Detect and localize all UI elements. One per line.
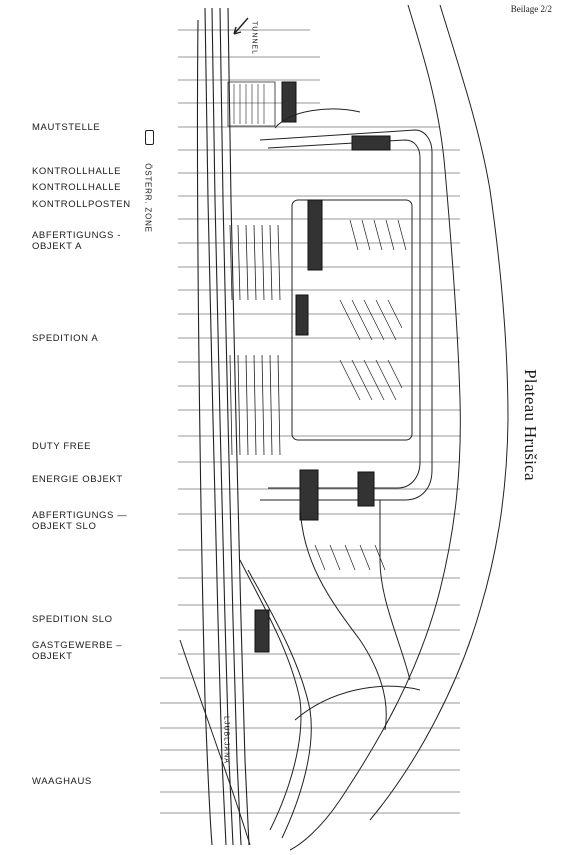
- zone-marker-icon: [145, 130, 154, 145]
- label-gastgewerbe-line2: OBJEKT: [32, 651, 73, 662]
- buildings: [254, 81, 391, 653]
- label-abfertigung-a-line1: ABFERTIGUNGS -: [32, 230, 121, 241]
- ljubljana-road-label: LJUBLJANA: [222, 716, 230, 764]
- parking-top-stripes: [233, 84, 265, 124]
- parking-diagonals: [314, 219, 407, 571]
- plateau-title: Plateau Hrušica: [521, 369, 540, 481]
- label-duty-free: DUTY FREE: [32, 441, 92, 452]
- lanes-area-a: [229, 224, 281, 456]
- label-kontrollhalle-1: KONTROLLHALLE: [32, 166, 122, 177]
- parking-top: [227, 81, 276, 127]
- label-spedition-slo: SPEDITION SLO: [32, 614, 113, 625]
- label-kontrollhalle-2: KONTROLLHALLE: [32, 182, 122, 193]
- arrow-icon: [233, 17, 249, 35]
- tunnel-road-label: TUNNEL: [250, 20, 258, 56]
- label-energie-objekt: ENERGIE OBJEKT: [32, 474, 123, 485]
- motorway: [196, 7, 250, 846]
- attachment-number: Beilage 2/2: [510, 4, 552, 14]
- label-gastgewerbe-line1: GASTGEWERBE –: [32, 640, 123, 651]
- label-mautstelle: MAUTSTELLE: [32, 122, 101, 133]
- eastern-road: [289, 4, 509, 851]
- label-abfertigung-slo-line1: ABFERTIGUNGS —: [32, 510, 128, 521]
- southern-roads: [179, 499, 421, 846]
- label-abfertigung-slo-line2: OBJEKT SLO: [32, 521, 97, 532]
- label-kontrollposten: KONTROLLPOSTEN: [32, 199, 131, 210]
- access-loop: [274, 108, 361, 129]
- label-spedition-a: SPEDITION A: [32, 333, 99, 344]
- compound-outline: [259, 129, 433, 501]
- label-abfertigung-a-line2: OBJEKT A: [32, 241, 83, 252]
- label-waaghaus: WAAGHAUS: [32, 776, 92, 787]
